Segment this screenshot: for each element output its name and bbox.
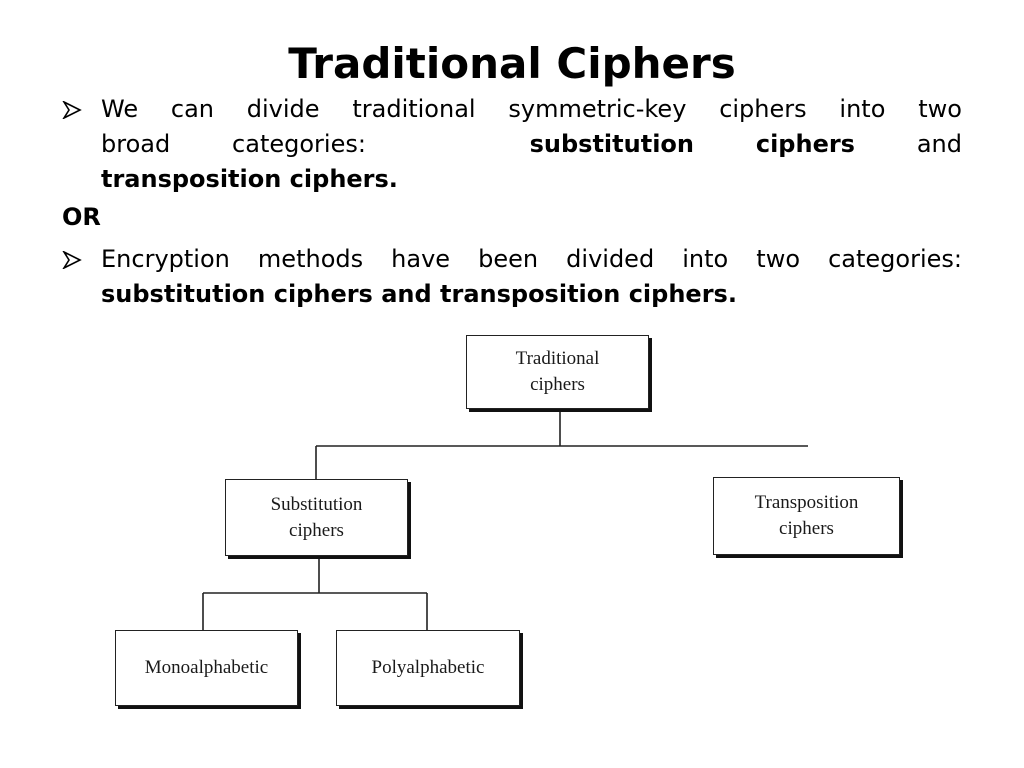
bullet-line: We can divide traditional symmetric-key …: [101, 92, 962, 127]
bullet-text: We can divide traditional symmetric-key …: [101, 92, 962, 197]
node-substitution-ciphers: Substitution ciphers: [225, 479, 408, 556]
node-label: Substitution: [270, 493, 363, 515]
bullet-line: broad categories: substitution ciphers a…: [101, 127, 962, 162]
node-label: ciphers: [289, 519, 344, 541]
node-transposition-ciphers: Transposition ciphers: [713, 477, 900, 555]
bullet-text: Encryption methods have been divided int…: [101, 242, 962, 312]
bullet-line: transposition ciphers.: [101, 162, 962, 197]
node-label: Polyalphabetic: [371, 657, 485, 678]
arrowhead-bullet-icon: [62, 251, 82, 269]
word: into: [839, 95, 886, 123]
word: divide: [246, 95, 320, 123]
term-ciphers: ciphers: [755, 130, 855, 158]
term-transposition-ciphers: transposition ciphers.: [101, 165, 398, 193]
word: ciphers: [719, 95, 807, 123]
term-substitution-and-transposition: substitution ciphers and transposition c…: [101, 280, 737, 308]
word: We: [101, 95, 139, 123]
word: Encryption: [101, 245, 230, 273]
bullet-line: Encryption methods have been divided int…: [101, 242, 962, 277]
word: traditional: [352, 95, 476, 123]
or-separator: OR: [62, 203, 101, 231]
word: been: [478, 245, 539, 273]
node-label: ciphers: [779, 518, 834, 539]
word: have: [391, 245, 451, 273]
node-label: Transposition: [754, 492, 859, 513]
word: methods: [257, 245, 364, 273]
word: symmetric-key: [508, 95, 687, 123]
bullet-item-categories: We can divide traditional symmetric-key …: [62, 92, 962, 197]
bullet-line: substitution ciphers and transposition c…: [101, 277, 962, 312]
word: divided: [566, 245, 655, 273]
word: and: [916, 130, 962, 158]
arrowhead-bullet-icon: [62, 101, 82, 119]
word: two: [756, 245, 801, 273]
word: categories:: [828, 245, 962, 273]
node-label: Monoalphabetic: [144, 657, 269, 678]
word: into: [682, 245, 729, 273]
node-label: ciphers: [530, 374, 585, 395]
slide-title: Traditional Ciphers: [288, 39, 736, 88]
word: categories:: [232, 130, 366, 158]
term-substitution: substitution: [529, 130, 694, 158]
word: broad: [101, 130, 171, 158]
word: can: [170, 95, 214, 123]
node-label: Traditional: [515, 348, 600, 369]
word: two: [918, 95, 962, 123]
node-monoalphabetic: Monoalphabetic: [115, 630, 298, 706]
bullet-item-encryption-methods: Encryption methods have been divided int…: [62, 242, 962, 312]
node-polyalphabetic: Polyalphabetic: [336, 630, 520, 706]
node-traditional-ciphers: Traditional ciphers: [466, 335, 649, 409]
